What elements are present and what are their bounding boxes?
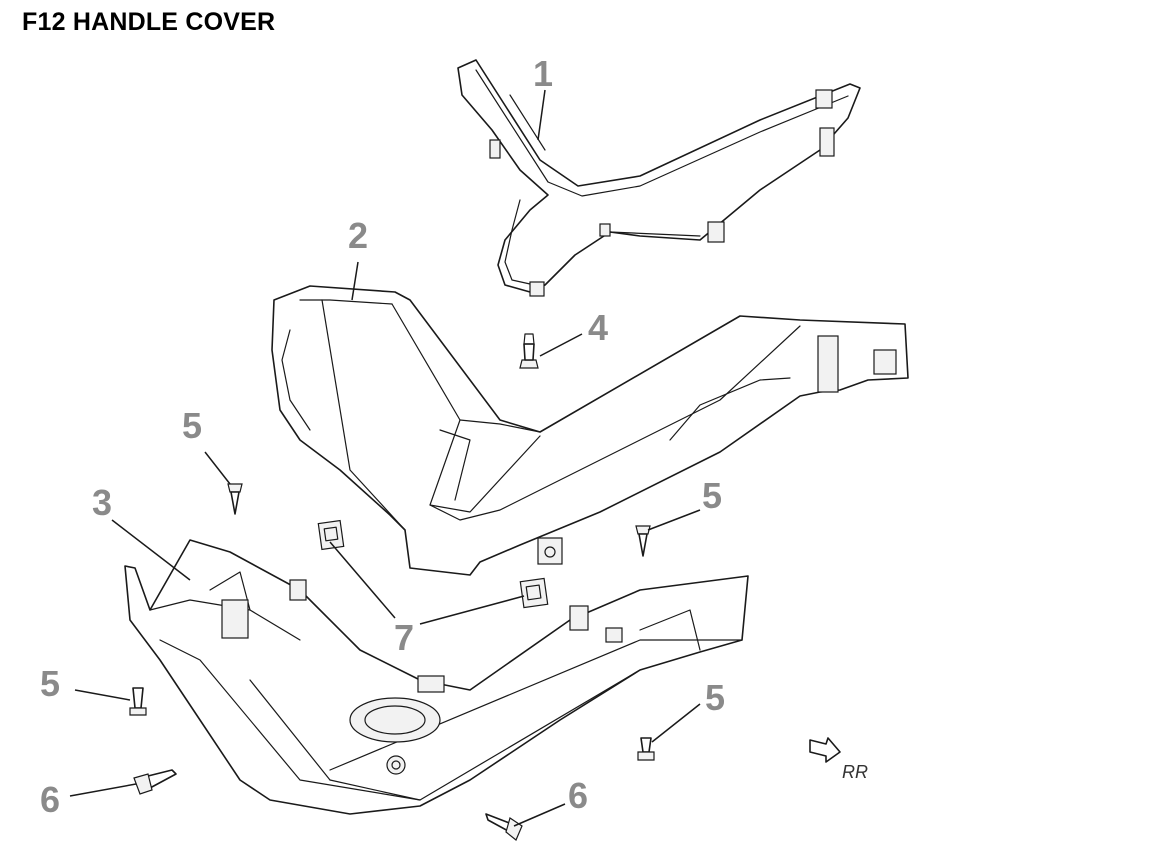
clip-icon: [485, 813, 523, 841]
leader-lines: [69, 89, 701, 827]
callout-4: 4: [588, 307, 608, 348]
callout-2: 2: [348, 215, 368, 256]
part-3-lower-cover: [124, 539, 749, 815]
screw-icon: [635, 525, 651, 557]
callout-6: 6: [568, 775, 588, 816]
clip-icon: [133, 769, 177, 795]
callout-5: 5: [182, 405, 202, 446]
part-2-main-cover: [271, 285, 909, 576]
callout-1: 1: [533, 53, 553, 94]
screw-icon: [129, 687, 147, 716]
clip-nut-icon: [317, 519, 345, 551]
screw-icon: [519, 333, 539, 369]
callout-3: 3: [92, 482, 112, 523]
diagram-title: F12 HANDLE COVER: [22, 8, 276, 36]
part-1-upper-cover: [457, 59, 861, 297]
callout-5: 5: [705, 677, 725, 718]
clip-nut-icon: [519, 577, 549, 609]
direction-label: RR: [842, 762, 868, 782]
callout-6: 6: [40, 779, 60, 820]
callout-5: 5: [40, 663, 60, 704]
callout-7: 7: [394, 617, 414, 658]
screw-icon: [637, 737, 655, 761]
screw-icon: [227, 483, 243, 515]
direction-arrow-icon: [809, 737, 841, 763]
callout-5: 5: [702, 475, 722, 516]
